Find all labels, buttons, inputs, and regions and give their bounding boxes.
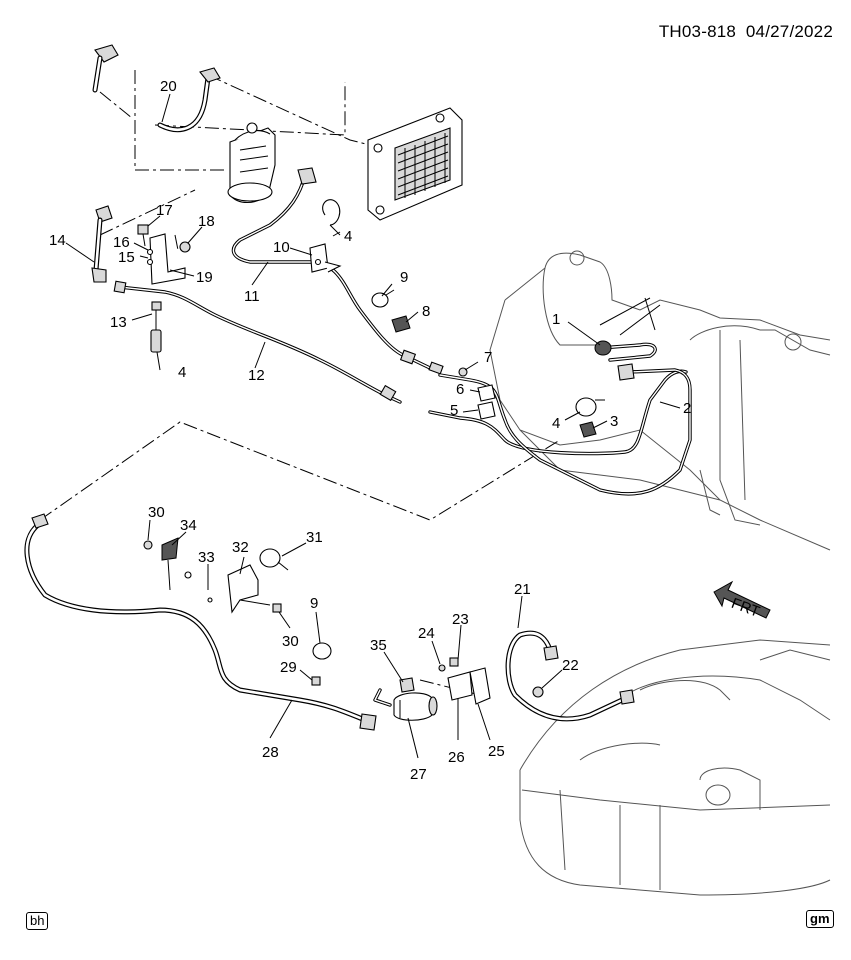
callout-24: 24 xyxy=(418,625,435,642)
bolt-13 xyxy=(150,301,162,353)
callout-13: 13 xyxy=(110,314,127,331)
bracket-34 xyxy=(143,537,179,591)
clip-8 xyxy=(391,315,411,333)
callout-15: 15 xyxy=(118,249,135,266)
callout-10: 10 xyxy=(273,239,290,256)
callout-4-bolt: 4 xyxy=(178,364,186,381)
callout-30-upper: 30 xyxy=(148,504,165,521)
washer-15-16 xyxy=(146,248,154,266)
bracket-19 xyxy=(149,233,186,285)
callout-11: 11 xyxy=(244,288,260,305)
callout-32: 32 xyxy=(232,539,249,556)
callout-1: 1 xyxy=(552,311,560,328)
bolt-29 xyxy=(311,676,321,686)
callout-leader-lines xyxy=(65,93,681,759)
upper-fuel-tank-outline xyxy=(489,250,831,551)
clip-5-6-7 xyxy=(458,367,496,420)
callout-2: 2 xyxy=(683,400,691,417)
clip-22 xyxy=(532,686,544,698)
bracket-25-26 xyxy=(438,657,491,705)
callout-7: 7 xyxy=(484,349,492,366)
fuel-hose-20 xyxy=(157,67,221,133)
callout-labels: 1 2 3 4 4 4 5 6 7 8 9 9 10 11 12 13 14 1… xyxy=(49,78,691,783)
fuel-hose-14 xyxy=(91,205,113,283)
callout-6: 6 xyxy=(456,381,464,398)
callout-8: 8 xyxy=(422,303,430,320)
callout-27: 27 xyxy=(410,766,427,783)
connector-35 xyxy=(399,677,415,693)
bolt-30-lower xyxy=(272,603,282,613)
clip-4-upper xyxy=(322,199,341,236)
fuel-filter-27 xyxy=(373,688,438,721)
diagram-date: 04/27/2022 xyxy=(745,22,833,41)
callout-17: 17 xyxy=(156,202,173,219)
diagram-code: TH03-818 xyxy=(658,22,737,41)
callout-18: 18 xyxy=(198,213,215,230)
callout-31: 31 xyxy=(306,529,323,546)
callout-16: 16 xyxy=(113,234,130,251)
washer-33 xyxy=(184,571,213,603)
fuel-cooler-radiator xyxy=(367,107,463,221)
callout-14: 14 xyxy=(49,232,66,249)
callout-9-upper: 9 xyxy=(400,269,408,286)
callout-19: 19 xyxy=(196,269,213,286)
tank-connector-1 xyxy=(594,297,661,362)
fuel-line-11 xyxy=(231,167,444,375)
gm-logo: gm xyxy=(806,910,834,928)
callout-12: 12 xyxy=(248,367,265,384)
fuel-hose-21 xyxy=(505,630,635,722)
fuel-line-2-return xyxy=(438,363,692,496)
fuel-line-2-feed xyxy=(428,369,688,456)
callout-26: 26 xyxy=(448,749,465,766)
callout-21: 21 xyxy=(514,581,531,598)
front-direction-arrow: FRT xyxy=(713,580,771,621)
clamp-31 xyxy=(259,548,289,571)
fuel-filter-housing xyxy=(227,122,276,204)
callout-4-clip: 4 xyxy=(344,228,352,245)
callout-29: 29 xyxy=(280,659,297,676)
callout-28: 28 xyxy=(262,744,279,761)
lower-fuel-tank-outline xyxy=(519,639,831,896)
front-arrow-label: FRT xyxy=(729,595,762,621)
callout-22: 22 xyxy=(562,657,579,674)
bolt-17 xyxy=(137,224,149,247)
fuel-line-28 xyxy=(24,513,377,731)
clamp-9-upper xyxy=(371,289,395,308)
diagram-header: TH03-818 04/27/2022 xyxy=(659,22,833,42)
callout-34: 34 xyxy=(180,517,197,534)
bracket-32 xyxy=(227,564,271,614)
bracket-10 xyxy=(309,243,342,273)
fuel-line-12 xyxy=(113,280,402,404)
callout-5: 5 xyxy=(450,402,458,419)
callout-9-lower: 9 xyxy=(310,595,318,612)
callout-3: 3 xyxy=(610,413,618,430)
callout-33: 33 xyxy=(198,549,215,566)
callout-25: 25 xyxy=(488,743,505,760)
callout-20: 20 xyxy=(160,78,177,95)
clamp-4-lower xyxy=(575,397,605,417)
clamp-9-lower xyxy=(312,642,332,660)
clip-3 xyxy=(579,421,597,438)
callout-4-tank: 4 xyxy=(552,415,560,432)
callout-30-lower: 30 xyxy=(282,633,299,650)
bh-badge: bh xyxy=(26,912,49,930)
callout-23: 23 xyxy=(452,611,469,628)
elbow-connector-top xyxy=(92,44,119,93)
nut-18 xyxy=(179,241,191,253)
callout-35: 35 xyxy=(370,637,387,654)
